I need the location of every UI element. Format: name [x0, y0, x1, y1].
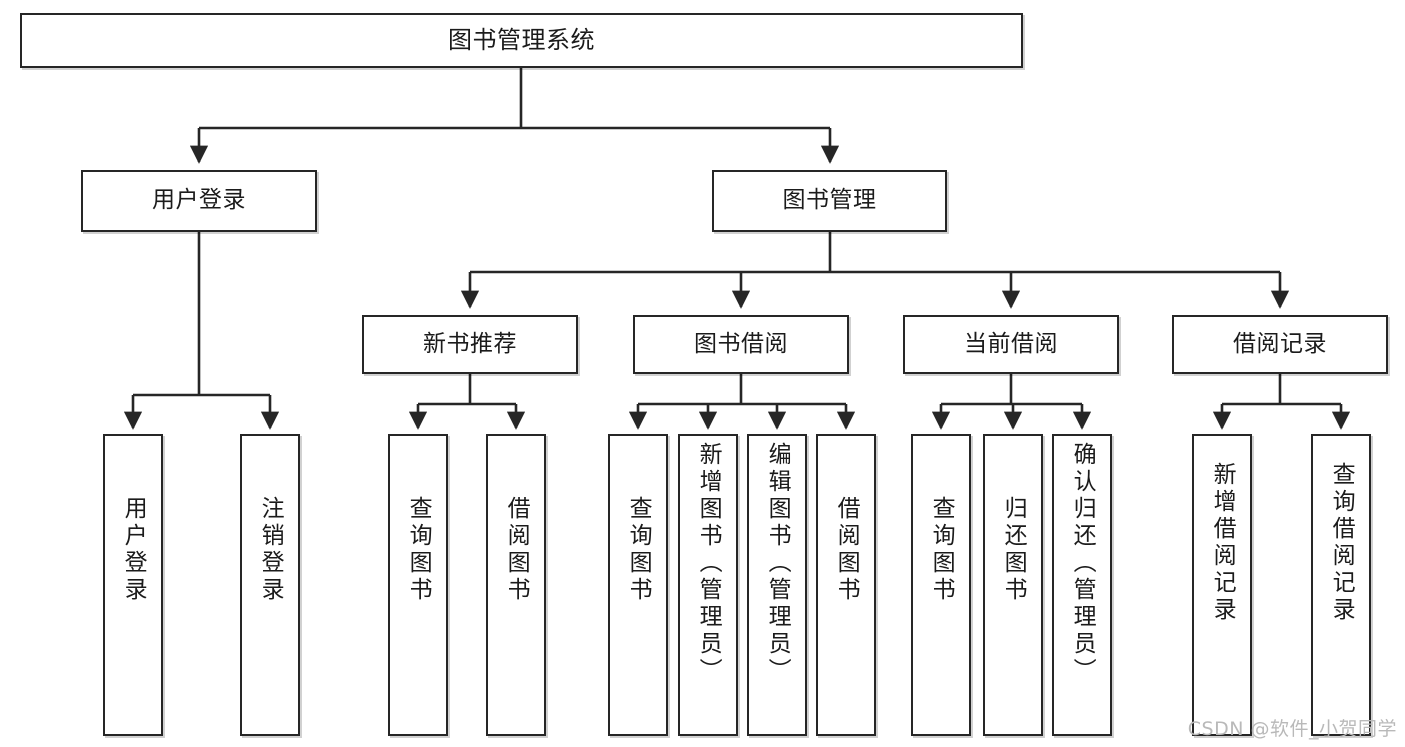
edge-bb-bus — [638, 374, 846, 406]
node-leaf-add-record[interactable]: 新增借阅记录 — [1192, 434, 1252, 736]
node-current-borrow-label: 当前借阅 — [964, 330, 1058, 357]
node-book-borrow-label: 图书借阅 — [694, 330, 788, 357]
edge-user-login-bus — [133, 232, 270, 397]
node-leaf-confirm-return-label: 确认归还（管理员） — [1069, 442, 1096, 685]
node-leaf-query-record-label: 查询借阅记录 — [1328, 462, 1355, 624]
node-new-book-rec-label: 新书推荐 — [423, 330, 517, 357]
node-borrow-record-label: 借阅记录 — [1233, 330, 1327, 357]
node-book-manage-label: 图书管理 — [782, 187, 877, 214]
node-leaf-user-login[interactable]: 用户登录 — [103, 434, 163, 736]
node-root-label: 图书管理系统 — [448, 26, 595, 55]
node-leaf-user-login-label: 用户登录 — [120, 496, 147, 604]
edge-br-bus — [1222, 374, 1341, 406]
edge-nbr-bus — [418, 374, 516, 406]
node-leaf-edit-book-label: 编辑图书（管理员） — [764, 442, 791, 685]
node-current-borrow[interactable]: 当前借阅 — [903, 315, 1119, 374]
node-leaf-return-book-label: 归还图书 — [1000, 496, 1027, 604]
node-leaf-query-book-3[interactable]: 查询图书 — [911, 434, 971, 736]
node-leaf-borrow-book-1-label: 借阅图书 — [503, 496, 530, 604]
node-leaf-query-record[interactable]: 查询借阅记录 — [1311, 434, 1371, 736]
node-leaf-return-book[interactable]: 归还图书 — [983, 434, 1043, 736]
node-new-book-rec[interactable]: 新书推荐 — [362, 315, 578, 374]
node-user-login[interactable]: 用户登录 — [81, 170, 317, 232]
node-leaf-borrow-book-2[interactable]: 借阅图书 — [816, 434, 876, 736]
node-book-borrow[interactable]: 图书借阅 — [633, 315, 849, 374]
node-leaf-borrow-book-1[interactable]: 借阅图书 — [486, 434, 546, 736]
node-leaf-query-book-3-label: 查询图书 — [928, 496, 955, 604]
node-leaf-edit-book[interactable]: 编辑图书（管理员） — [747, 434, 807, 736]
node-leaf-query-book-1[interactable]: 查询图书 — [388, 434, 448, 736]
edge-book-manage-bus — [470, 232, 1280, 274]
edge-root-bus — [199, 68, 830, 130]
node-user-login-label: 用户登录 — [152, 187, 246, 214]
node-leaf-add-record-label: 新增借阅记录 — [1209, 462, 1236, 624]
node-leaf-user-logout-label: 注销登录 — [257, 496, 284, 604]
node-leaf-confirm-return[interactable]: 确认归还（管理员） — [1052, 434, 1112, 736]
node-leaf-add-book[interactable]: 新增图书（管理员） — [678, 434, 738, 736]
node-leaf-add-book-label: 新增图书（管理员） — [695, 442, 722, 685]
node-leaf-user-logout[interactable]: 注销登录 — [240, 434, 300, 736]
edge-cb-bus — [941, 374, 1082, 406]
node-leaf-query-book-1-label: 查询图书 — [405, 496, 432, 604]
node-leaf-query-book-2-label: 查询图书 — [625, 496, 652, 604]
node-leaf-query-book-2[interactable]: 查询图书 — [608, 434, 668, 736]
node-book-manage[interactable]: 图书管理 — [712, 170, 947, 232]
node-root[interactable]: 图书管理系统 — [20, 13, 1023, 68]
node-leaf-borrow-book-2-label: 借阅图书 — [833, 496, 860, 604]
node-borrow-record[interactable]: 借阅记录 — [1172, 315, 1388, 374]
